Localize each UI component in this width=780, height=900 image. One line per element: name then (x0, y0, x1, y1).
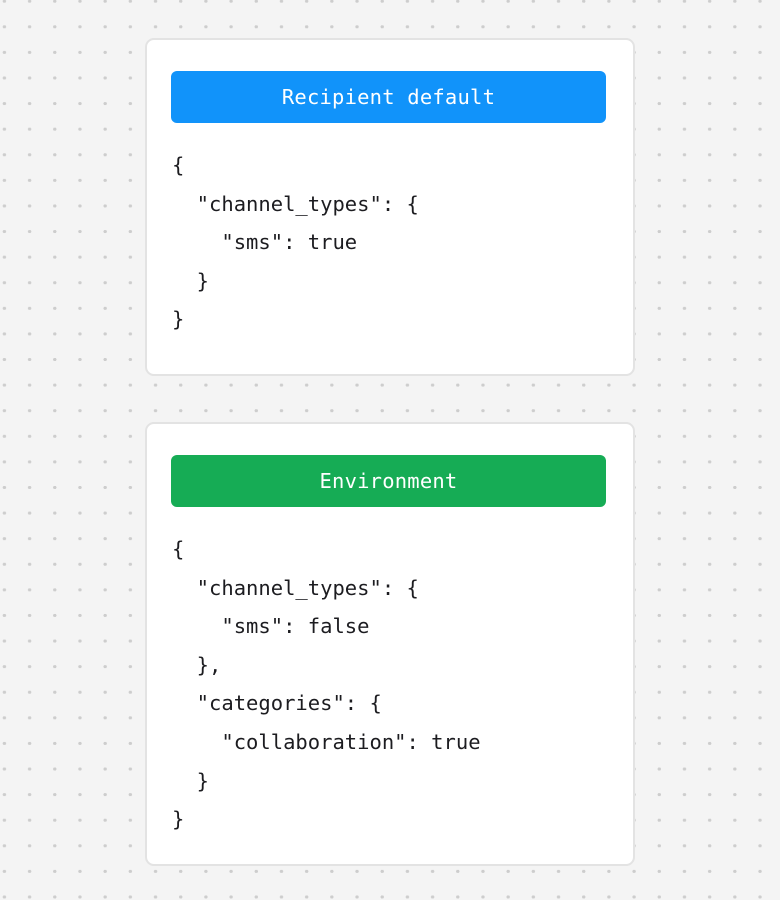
json-line: { (172, 537, 185, 561)
json-line: "categories": { (172, 691, 382, 716)
card-body-recipient-default: { "channel_types": { "sms": true }} (172, 146, 621, 339)
json-line: "collaboration": true (172, 729, 481, 754)
json-payload-recipient-default: { "channel_types": { "sms": true }} (172, 146, 621, 339)
json-line: }, (172, 652, 222, 677)
card-header-title: Recipient default (281, 84, 496, 109)
card-header-environment: Environment (171, 455, 606, 507)
json-line: } (172, 268, 210, 293)
card-environment[interactable]: Environment { "channel_types": { "sms": … (145, 422, 635, 866)
json-line: } (172, 807, 185, 832)
json-payload-environment: { "channel_types": { "sms": false }, "ca… (172, 530, 621, 839)
card-header-title: Environment (319, 468, 458, 493)
card-header-recipient-default: Recipient default (171, 71, 606, 123)
json-line: "sms": true (172, 230, 358, 255)
json-line: } (172, 768, 210, 793)
json-line: "sms": false (172, 614, 370, 639)
card-recipient-default[interactable]: Recipient default { "channel_types": { "… (145, 38, 635, 376)
json-line: "channel_types": { (172, 191, 419, 216)
card-body-environment: { "channel_types": { "sms": false }, "ca… (172, 530, 621, 839)
json-line: } (172, 307, 185, 332)
json-line: "channel_types": { (172, 575, 419, 600)
json-line: { (172, 153, 185, 177)
